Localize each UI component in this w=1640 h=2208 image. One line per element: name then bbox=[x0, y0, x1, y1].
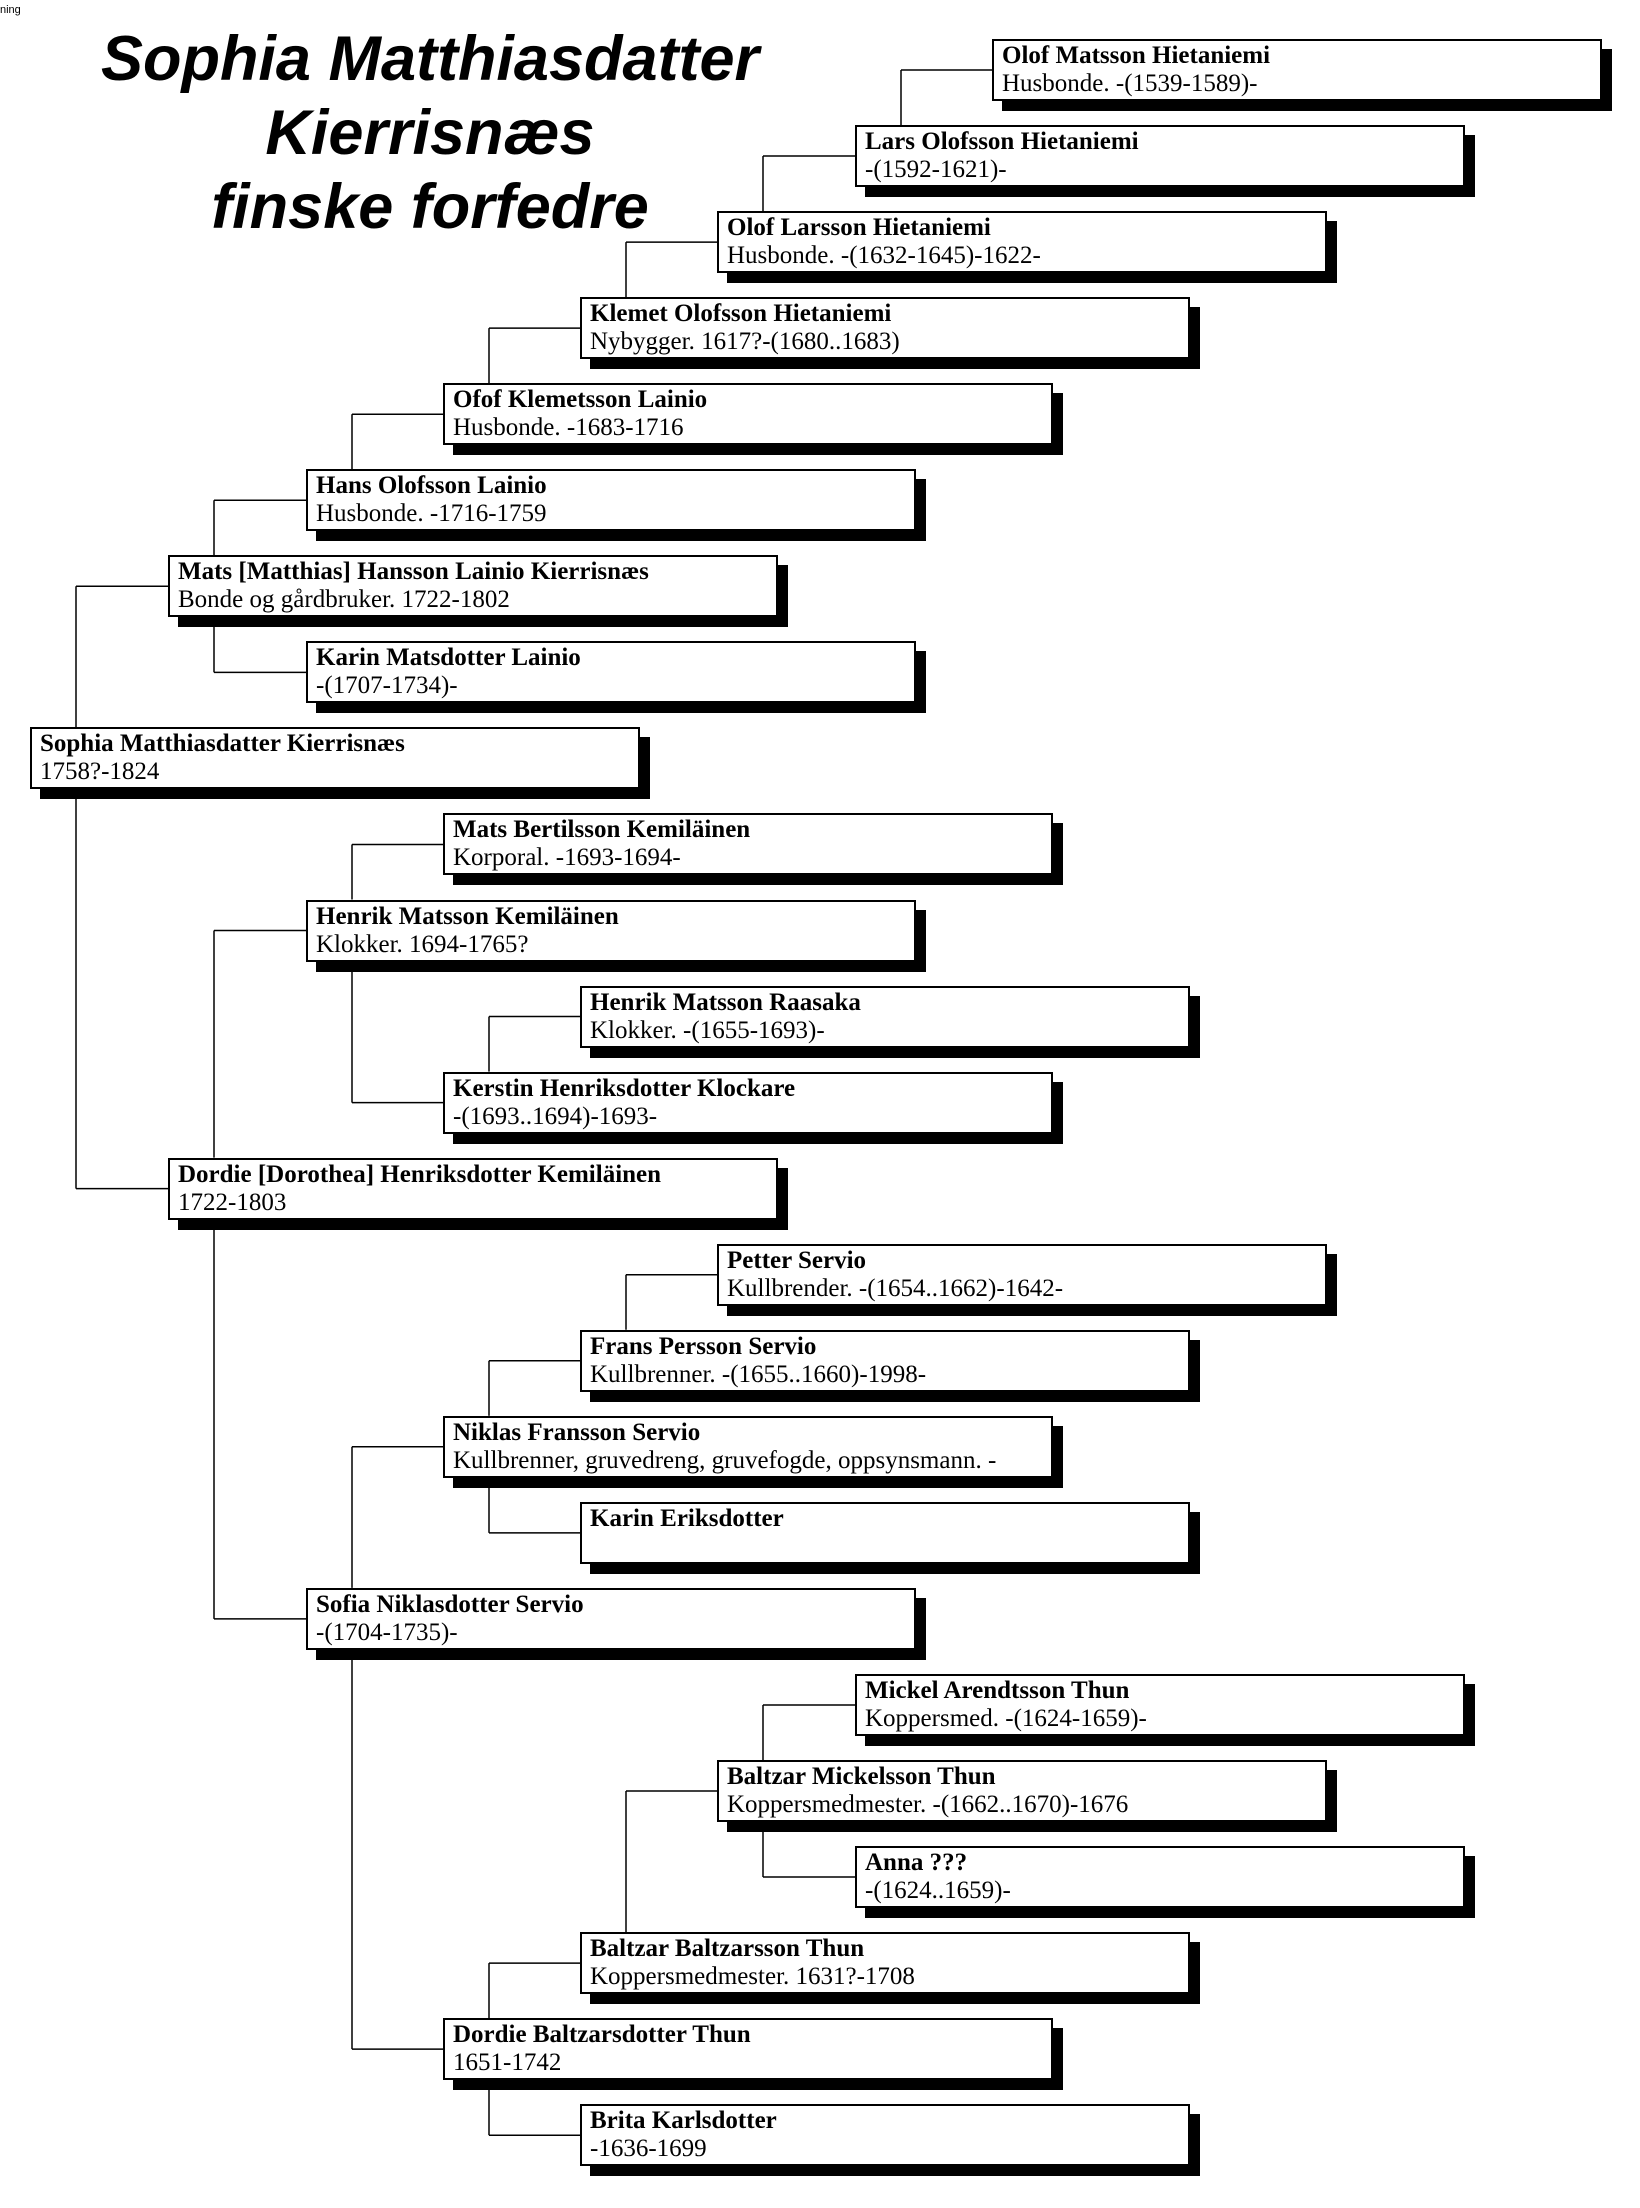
person-name: Dordie Baltzarsdotter Thun bbox=[453, 2021, 751, 2049]
person-info: Klokker. -(1655-1693)- bbox=[590, 1016, 825, 1044]
title-line-3: finske forfedre bbox=[211, 172, 649, 242]
person-info: -(1624..1659)- bbox=[865, 1877, 1011, 1904]
person-name: Niklas Fransson Servio bbox=[453, 1418, 701, 1446]
person-name: Brita Karlsdotter bbox=[590, 2107, 777, 2135]
corner-label: ning bbox=[0, 4, 21, 16]
person-name: Mickel Arendtsson Thun bbox=[865, 1677, 1130, 1704]
person-info: Husbonde. -1716-1759 bbox=[316, 500, 547, 528]
person-info: Husbonde. -(1632-1645)-1622- bbox=[727, 242, 1041, 270]
person-info: -(1704-1735)- bbox=[316, 1618, 458, 1646]
person-name: Klemet Olofsson Hietaniemi bbox=[590, 300, 892, 328]
person-name: Karin Eriksdotter bbox=[590, 1504, 784, 1532]
person-box-sofia-niklasdotter-servio[interactable]: Sofia Niklasdotter Servio-(1704-1735)- bbox=[306, 1587, 916, 1650]
person-name: Karin Matsdotter Lainio bbox=[316, 644, 581, 672]
person-box-dordie-henriksdotter-kemilainen[interactable]: Dordie [Dorothea] Henriksdotter Kemiläin… bbox=[168, 1157, 778, 1220]
person-name: Henrik Matsson Kemiläinen bbox=[316, 902, 619, 930]
person-info: Kullbrenner, gruvedreng, gruvefogde, opp… bbox=[453, 1446, 997, 1474]
person-name: Baltzar Mickelsson Thun bbox=[727, 1763, 996, 1790]
person-name: Mats [Matthias] Hansson Lainio Kierrisnæ… bbox=[178, 558, 649, 586]
person-name: Ofof Klemetsson Lainio bbox=[453, 386, 708, 414]
person-name: Anna ??? bbox=[865, 1849, 968, 1876]
person-name: Hans Olofsson Lainio bbox=[316, 472, 547, 500]
person-info: 1758?-1824 bbox=[40, 758, 160, 786]
person-info: Korporal. -1693-1694- bbox=[453, 844, 681, 872]
person-box-brita-karlsdotter[interactable]: Brita Karlsdotter-1636-1699 bbox=[580, 2104, 1190, 2167]
person-info: Husbonde. -(1539-1589)- bbox=[1002, 70, 1258, 97]
person-box-mats-hansson-lainio-kierrisnaes[interactable]: Mats [Matthias] Hansson Lainio Kierrisnæ… bbox=[168, 555, 778, 618]
person-info: Kullbrender. -(1654..1662)-1642- bbox=[727, 1274, 1064, 1302]
title-line-2: Kierrisnæs bbox=[265, 98, 595, 168]
person-box-lars-olofsson-hietaniemi[interactable]: Lars Olofsson Hietaniemi-(1592-1621)- bbox=[855, 125, 1465, 187]
person-info: Koppersmed. -(1624-1659)- bbox=[865, 1705, 1147, 1732]
person-info: Bonde og gårdbruker. 1722-1802 bbox=[178, 586, 510, 614]
person-info: Koppersmedmester. -(1662..1670)-1676 bbox=[727, 1791, 1129, 1818]
person-box-karin-eriksdotter[interactable]: Karin Eriksdotter bbox=[580, 1501, 1190, 1564]
person-box-kerstin-henriksdotter-klockare[interactable]: Kerstin Henriksdotter Klockare-(1693..16… bbox=[443, 1071, 1053, 1134]
person-info: Nybygger. 1617?-(1680..1683) bbox=[590, 328, 900, 356]
person-name: Henrik Matsson Raasaka bbox=[590, 988, 861, 1016]
title-line-1: Sophia Matthiasdatter bbox=[100, 24, 760, 94]
page-title: Sophia Matthiasdatter Kierrisnæs finske … bbox=[40, 22, 820, 244]
person-name: Sofia Niklasdotter Servio bbox=[316, 1590, 584, 1618]
person-name: Sophia Matthiasdatter Kierrisnæs bbox=[40, 730, 405, 758]
person-info: Klokker. 1694-1765? bbox=[316, 930, 529, 958]
person-info: 1651-1742 bbox=[453, 2049, 562, 2077]
person-box-karin-matsdotter-lainio[interactable]: Karin Matsdotter Lainio-(1707-1734)- bbox=[306, 641, 916, 704]
person-name: Olof Matsson Hietaniemi bbox=[1002, 42, 1271, 69]
person-info: -(1693..1694)-1693- bbox=[453, 1102, 658, 1130]
person-name: Mats Bertilsson Kemiläinen bbox=[453, 816, 751, 844]
person-info: Koppersmedmester. 1631?-1708 bbox=[590, 1963, 915, 1991]
person-info: -(1592-1621)- bbox=[865, 156, 1007, 183]
person-name: Lars Olofsson Hietaniemi bbox=[865, 128, 1139, 155]
person-name: Kerstin Henriksdotter Klockare bbox=[453, 1074, 796, 1102]
person-name: Petter Servio bbox=[727, 1246, 867, 1274]
person-info: 1722-1803 bbox=[178, 1188, 287, 1216]
person-info: -1636-1699 bbox=[590, 2135, 707, 2163]
person-name: Olof Larsson Hietaniemi bbox=[727, 214, 991, 242]
person-info: Kullbrenner. -(1655..1660)-1998- bbox=[590, 1360, 927, 1388]
person-name: Frans Persson Servio bbox=[590, 1332, 817, 1360]
person-box-anna[interactable]: Anna ???-(1624..1659)- bbox=[855, 1846, 1465, 1908]
person-name: Baltzar Baltzarsson Thun bbox=[590, 1935, 865, 1963]
person-info: Husbonde. -1683-1716 bbox=[453, 414, 684, 442]
person-name: Dordie [Dorothea] Henriksdotter Kemiläin… bbox=[178, 1160, 662, 1188]
person-info: -(1707-1734)- bbox=[316, 672, 458, 700]
